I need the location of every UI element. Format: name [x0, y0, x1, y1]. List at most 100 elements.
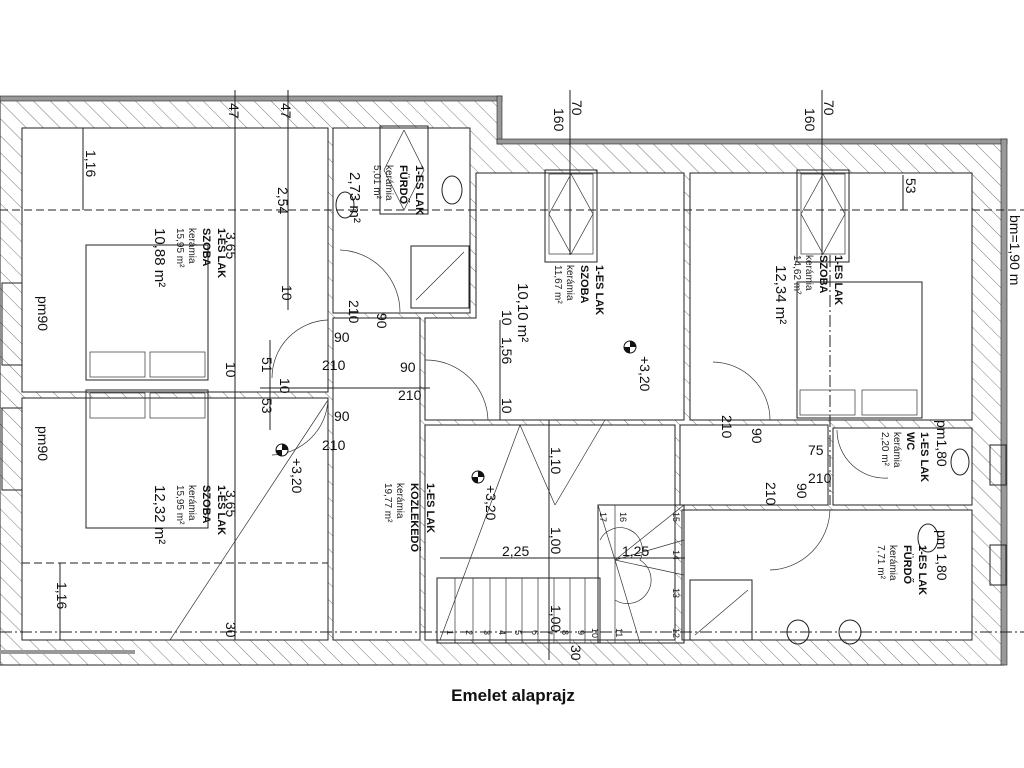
room-szoba-bottom-left: [21, 397, 329, 641]
room-area: 10,88 m²: [151, 228, 168, 287]
room-corridor: [679, 424, 829, 506]
window-label: pm1,80: [934, 420, 950, 467]
level-marker-icon: [623, 340, 637, 354]
room-name: SZOBA: [200, 485, 212, 524]
stair-step-number: 8: [560, 630, 570, 635]
room-floor-area: 15,95 m²: [174, 228, 185, 268]
dimension-label: 1,16: [54, 582, 70, 609]
level-marker-icon: [471, 470, 485, 484]
shower-icon: [410, 245, 470, 309]
plan-title: Emelet alaprajz: [451, 686, 575, 705]
skylight-icon: [379, 125, 429, 215]
sink-icon: [838, 619, 862, 645]
level-markers: [275, 340, 637, 484]
door-swing: [836, 429, 889, 479]
room-floor-area: 14,62 m²: [791, 255, 802, 295]
opening-label: 90: [794, 483, 810, 499]
stair-step-number: 2: [464, 630, 474, 635]
stair-step-numbers: 1 2 3 4 5 6 7 8 9 10 11 12 13 14 15 16 1…: [445, 512, 681, 638]
room-label-kozlekedo: 1-ES LAK KÖZLEKEDŐ kerámia 19,77 m²: [382, 483, 436, 553]
bed-icon: [796, 281, 923, 419]
room-area: 12,32 m²: [151, 485, 168, 544]
stair-step-number: 4: [497, 630, 507, 635]
room-furdo-small: [332, 127, 471, 314]
dimension-label: 51: [259, 357, 275, 373]
elevation-label: +3,20: [637, 356, 653, 392]
opening-label: 90: [334, 329, 350, 345]
windows: [1, 125, 1007, 586]
window-right-1: [989, 444, 1007, 486]
window-label: pm90: [35, 426, 51, 461]
room-floor: kerámia: [394, 483, 405, 519]
opening-label: 90: [334, 408, 350, 424]
dimension-label: 47: [226, 103, 242, 119]
room-name: SZOBA: [817, 255, 829, 294]
stair-step-number: 12: [671, 628, 681, 638]
door-swing: [712, 361, 771, 421]
dimension-label: 10: [223, 362, 239, 378]
stair-step-number: 6: [530, 630, 540, 635]
room-label-szoba-right: 1-ES LAK SZOBA kerámia 14,62 m² 12,34 m²: [772, 255, 844, 324]
room-name: FÜRDŐ: [901, 545, 914, 585]
opening-label: 210: [763, 482, 779, 506]
sink-icon: [786, 619, 810, 645]
room-unit: 1-ES LAK: [832, 255, 844, 305]
stair-step-number: 13: [671, 588, 681, 598]
shower-icon: [689, 579, 753, 641]
level-marker-icon: [275, 443, 289, 457]
sill-height-note: bm=1,90 m: [1007, 215, 1023, 285]
dimension-label: 1,00: [548, 527, 564, 554]
window-label: pm90: [35, 296, 51, 331]
bed-icon: [85, 389, 209, 529]
room-unit: 1-ES LAK: [593, 265, 605, 315]
dimension-label: 70: [821, 100, 837, 116]
window-label: pm 1,80: [934, 530, 950, 581]
dimension-label: 53: [259, 398, 275, 414]
sink-icon: [335, 191, 355, 219]
rooms: [21, 127, 973, 641]
room-unit: 1-ES LAK: [413, 165, 425, 215]
room-area: 10,10 m²: [514, 283, 531, 342]
room-label-furdo-right: 1-ES LAK FÜRDŐ kerámia 7,71 m²: [875, 545, 928, 595]
room-label-furdo-small: 1-ES LAK FÜRDŐ kerámia 5,01 m² 2,73 m²: [346, 165, 425, 223]
dimension-label: 1,25: [622, 543, 649, 559]
dimension-label: 2,54: [275, 187, 291, 214]
elevation-label: +3,20: [289, 458, 305, 494]
dimension-label: 1,16: [83, 150, 99, 177]
opening-label: 210: [808, 470, 832, 486]
door-swing: [769, 509, 831, 571]
room-hall: [332, 317, 421, 641]
stair-step-number: 9: [576, 630, 586, 635]
furniture: [85, 175, 970, 645]
room-szoba-middle: [424, 172, 685, 421]
room-unit: 1-ES LAK: [215, 228, 227, 278]
elevation-labels: +3,20 +3,20 +3,20: [289, 356, 653, 521]
dimension-label: 10: [279, 285, 295, 301]
room-szoba-right: [689, 172, 973, 421]
stair-step-number: 7: [544, 630, 554, 635]
room-label-szoba-middle: 1-ES LAK SZOBA kerámia 11,67 m² 10,10 m²: [514, 265, 605, 342]
stair-step-number: 1: [445, 630, 455, 635]
room-unit: 1-ES LAK: [215, 485, 227, 535]
door-swing: [339, 249, 401, 313]
room-label-szoba-top-left: 1-ES LAK SZOBA kerámia 15,95 m² 10,88 m²: [151, 228, 227, 287]
toilet-icon: [950, 448, 970, 476]
room-floor: kerámia: [186, 485, 197, 521]
staircase: [436, 504, 685, 644]
opening-label: 210: [346, 300, 362, 324]
room-name: FÜRDŐ: [397, 165, 410, 205]
opening-label: 210: [322, 437, 346, 453]
dimension-label: 1,00: [548, 605, 564, 632]
stair-step-number: 10: [590, 628, 600, 638]
door-swing: [271, 319, 329, 379]
window-left-1: [1, 282, 23, 366]
stair-step-number: 15: [671, 512, 681, 522]
room-wc: [832, 427, 973, 506]
room-floor: kerámia: [383, 165, 394, 201]
room-floor-area: 2,20 m²: [879, 432, 890, 467]
dimension-label: 10: [499, 398, 515, 414]
room-area: 12,34 m²: [772, 265, 789, 324]
room-name: SZOBA: [200, 228, 212, 267]
toilet-icon: [917, 523, 939, 553]
dimension-label: 30: [568, 645, 584, 661]
